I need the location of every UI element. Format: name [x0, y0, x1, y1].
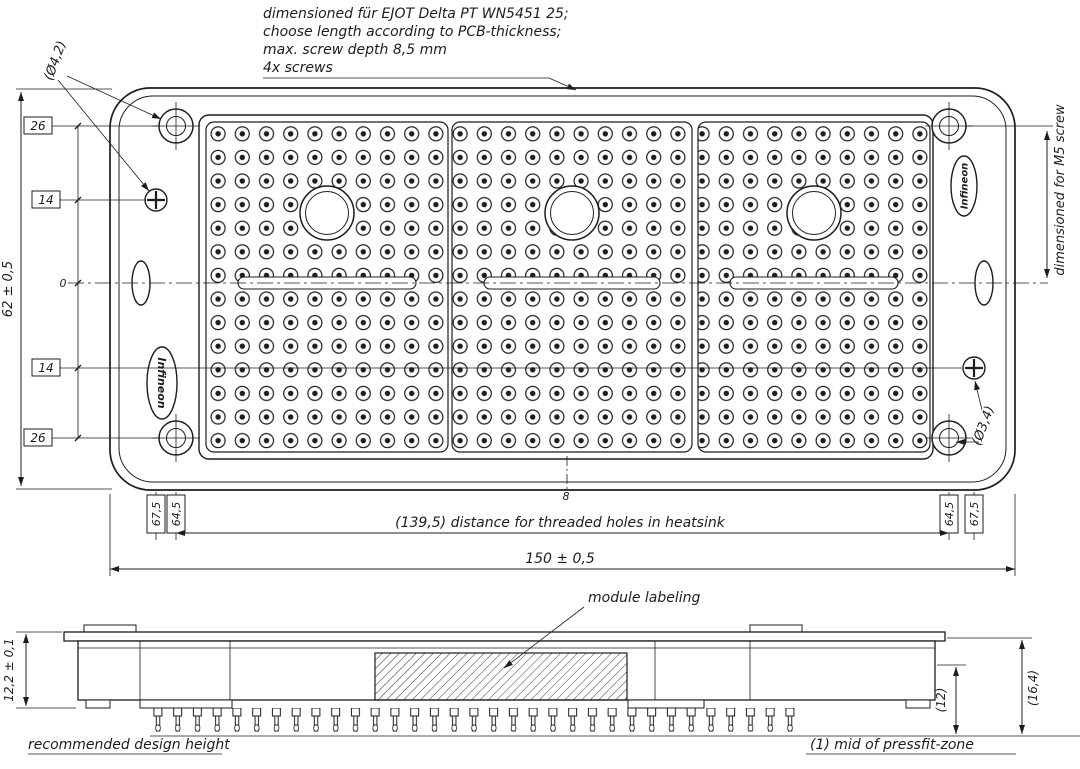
mount-hole-top-left	[152, 102, 200, 150]
module-labeling-leader	[503, 606, 585, 669]
module-label-hatch	[374, 652, 628, 701]
center-datum-label: 8	[563, 490, 570, 503]
pressfit-pins-row	[148, 708, 800, 734]
logo-oval	[146, 346, 178, 420]
zero-datum-label: 0	[60, 277, 67, 290]
dim-threaded-holes: (139,5) distance for threaded holes in h…	[176, 515, 949, 536]
design-height-value: 12,2 ± 0,1	[2, 638, 16, 702]
dia-3-4-label: (Ø3,4)	[970, 404, 998, 448]
box-26-bottom-label: 26	[30, 431, 46, 445]
phillips-screw-right	[962, 356, 986, 380]
top-bump-right	[749, 624, 803, 633]
label-area: module labeling	[374, 590, 701, 701]
flange-plate	[63, 631, 946, 642]
pedestal	[905, 699, 931, 709]
module-labeling-note: module labeling	[588, 590, 701, 606]
infineon-logo-right: Infineon	[950, 155, 978, 217]
pin-field-border	[198, 114, 934, 460]
top-bump-left	[83, 624, 137, 633]
pedestal	[85, 699, 111, 709]
dim-overall-height: 62 ± 0,5	[1, 88, 112, 490]
dia-4-2-label: (Ø4,2)	[42, 39, 70, 83]
tick	[74, 122, 82, 130]
large-hole-3	[786, 185, 842, 241]
large-hole-1-inner	[305, 191, 349, 235]
box-14-bottom	[31, 358, 61, 377]
module-outer-edge	[109, 87, 1016, 491]
large-hole-2-inner	[550, 191, 594, 235]
dim-12-label: (12)	[934, 688, 948, 713]
large-hole-2	[544, 185, 600, 241]
note-leader	[548, 77, 577, 91]
dim-boxed-bottom: 67,5 64,5 64,5 67,5	[146, 492, 984, 540]
dim-design-height: 12,2 ± 0,1	[2, 631, 76, 709]
box-64-5-left-label: 64,5	[170, 502, 183, 527]
dia-4-2-leader-2	[57, 79, 150, 192]
box-67-5-left: 67,5	[146, 494, 166, 534]
note-line-1: dimensioned für EJOT Delta PT WN5451 25;	[263, 6, 569, 22]
box-26-top-label: 26	[30, 119, 46, 133]
large-hole-3-inner	[792, 191, 836, 235]
overall-height-label: 62 ± 0,5	[1, 261, 16, 317]
note-line-4: 4x screws	[263, 60, 333, 76]
dim-16-4-label: (16,4)	[1026, 670, 1040, 706]
mount-hole-bottom-left	[152, 414, 200, 462]
box-26-bottom	[23, 428, 53, 447]
box-64-5-left: 64,5	[166, 494, 186, 534]
tick	[74, 434, 82, 442]
pedestal	[627, 699, 705, 709]
pedestal	[139, 699, 233, 709]
top-note-block: dimensioned für EJOT Delta PT WN5451 25;…	[263, 6, 577, 91]
infineon-logo-left: Infineon	[146, 346, 178, 420]
tick	[74, 196, 82, 204]
design-height-note: recommended design height	[28, 737, 230, 753]
box-67-5-right-label: 67,5	[968, 502, 981, 527]
bottom-notes: recommended design height (1) mid of pre…	[28, 735, 1080, 755]
box-26-top	[23, 116, 53, 135]
dim-m5-screw: dimensioned for M5 screw	[966, 104, 1068, 278]
box-64-5-right-label: 64,5	[943, 502, 956, 527]
dim-overall-width: 150 ± 0,5	[109, 494, 1016, 576]
large-hole-1	[299, 185, 355, 241]
box-14-top-label: 14	[38, 193, 53, 207]
side-view: module labeling 12,2 ± 0,1 (12) (16,4) r…	[2, 590, 1080, 755]
pressfit-note: (1) mid of pressfit-zone	[810, 737, 974, 753]
dim-dia-4-2: (Ø4,2)	[42, 39, 162, 192]
phillips-screw-left	[144, 188, 168, 212]
mount-hole-top-right	[925, 102, 973, 150]
dia-3-4-leader-1	[974, 380, 983, 411]
box-14-top	[31, 190, 61, 209]
dim-12: (12)	[934, 664, 966, 734]
box-64-5-right: 64,5	[939, 494, 959, 534]
top-view: 0 8 Infineon Infineon dimensioned für EJ…	[1, 6, 1068, 576]
center-lines: 0 8	[60, 277, 1048, 503]
dim-boxed-left: 26 14 14 26	[23, 116, 962, 447]
mount-hole-bottom-right	[925, 414, 973, 462]
note-line-2: choose length according to PCB-thickness…	[263, 24, 561, 40]
logo-oval	[950, 155, 978, 217]
tick	[74, 364, 82, 372]
dia-4-2-leader-1	[66, 75, 162, 120]
box-67-5-left-label: 67,5	[150, 502, 163, 527]
module-inner-edge	[118, 95, 1007, 483]
overall-width-label: 150 ± 0,5	[525, 551, 595, 567]
box-14-bottom-label: 14	[38, 361, 53, 375]
note-line-3: max. screw depth 8,5 mm	[263, 42, 447, 58]
box-67-5-right: 67,5	[964, 494, 984, 534]
m5-screw-label: dimensioned for M5 screw	[1053, 104, 1068, 276]
threaded-holes-label: (139,5) distance for threaded holes in h…	[395, 515, 726, 531]
logo-text: Infineon	[960, 163, 971, 210]
dim-16-4: (16,4)	[947, 637, 1040, 734]
tick	[74, 279, 82, 287]
logo-text: Infineon	[155, 357, 168, 408]
pin-field	[198, 114, 934, 460]
